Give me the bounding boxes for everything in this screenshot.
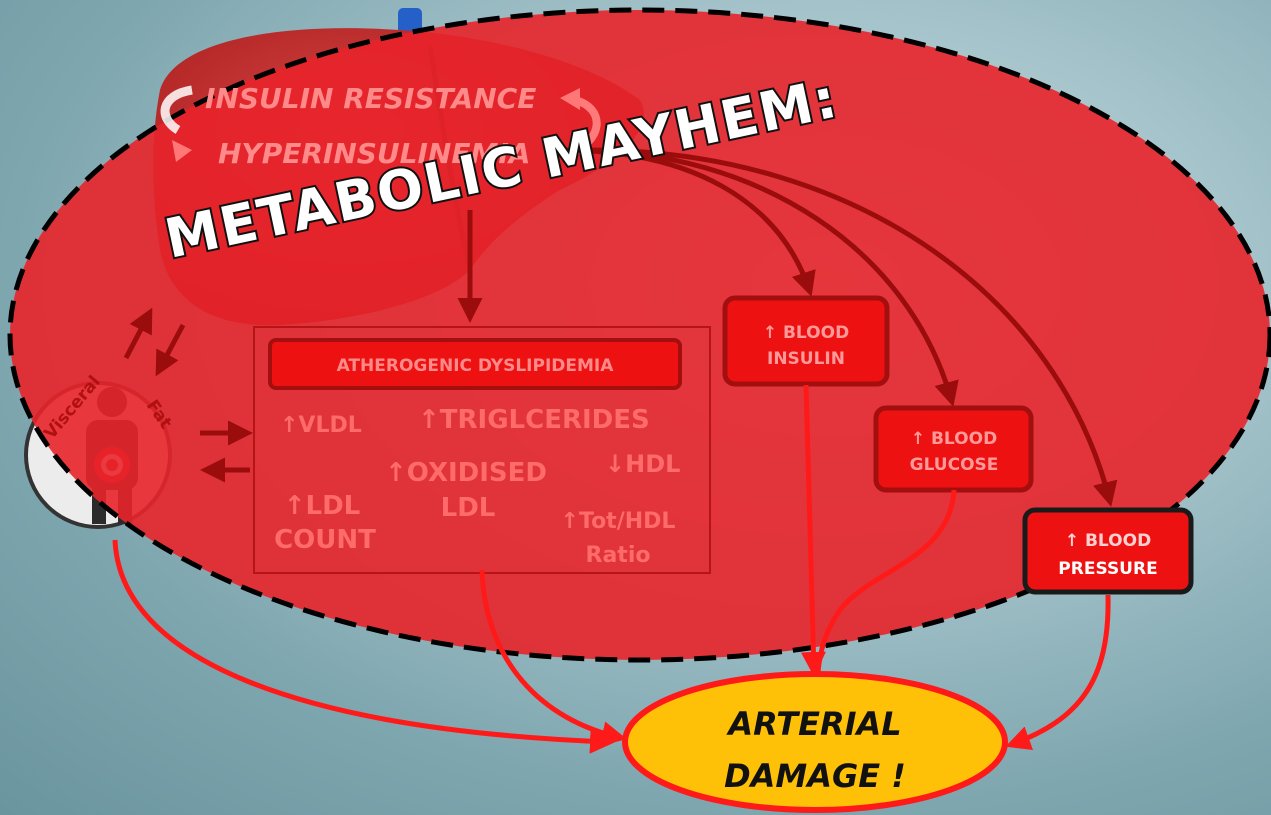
hdl-text: ↓HDL — [605, 450, 680, 478]
ratio-text-2: Ratio — [586, 543, 651, 568]
oxidised-text: ↑OXIDISED — [385, 458, 547, 488]
ratio-text-1: ↑Tot/HDL — [561, 509, 676, 534]
ldl-count-text-2: COUNT — [274, 525, 376, 555]
blood-pressure-text-2: PRESSURE — [1058, 559, 1157, 579]
triglycerides-text: ↑TRIGLCERIDES — [418, 405, 650, 435]
blood-glucose-text-2: GLUCOSE — [910, 455, 999, 475]
blood-glucose-box — [876, 408, 1031, 490]
dyslipidemia-header: ATHEROGENIC DYSLIPIDEMIA — [337, 356, 615, 376]
oxidised-ldl-text: LDL — [441, 493, 496, 523]
ldl-count-text-1: ↑LDL — [284, 491, 361, 521]
arterial-damage-text-2: DAMAGE ! — [724, 757, 906, 795]
blood-pressure-box — [1025, 510, 1191, 592]
insulin-resistance-text: INSULIN RESISTANCE — [205, 82, 536, 115]
blood-insulin-text-1: ↑ BLOOD — [763, 323, 849, 343]
blood-insulin-text-2: INSULIN — [767, 349, 845, 369]
blood-glucose-text-1: ↑ BLOOD — [911, 429, 997, 449]
vldl-text: ↑VLDL — [280, 413, 362, 438]
blood-pressure-text-1: ↑ BLOOD — [1065, 531, 1151, 551]
arterial-damage-text-1: ARTERIAL — [725, 705, 901, 743]
